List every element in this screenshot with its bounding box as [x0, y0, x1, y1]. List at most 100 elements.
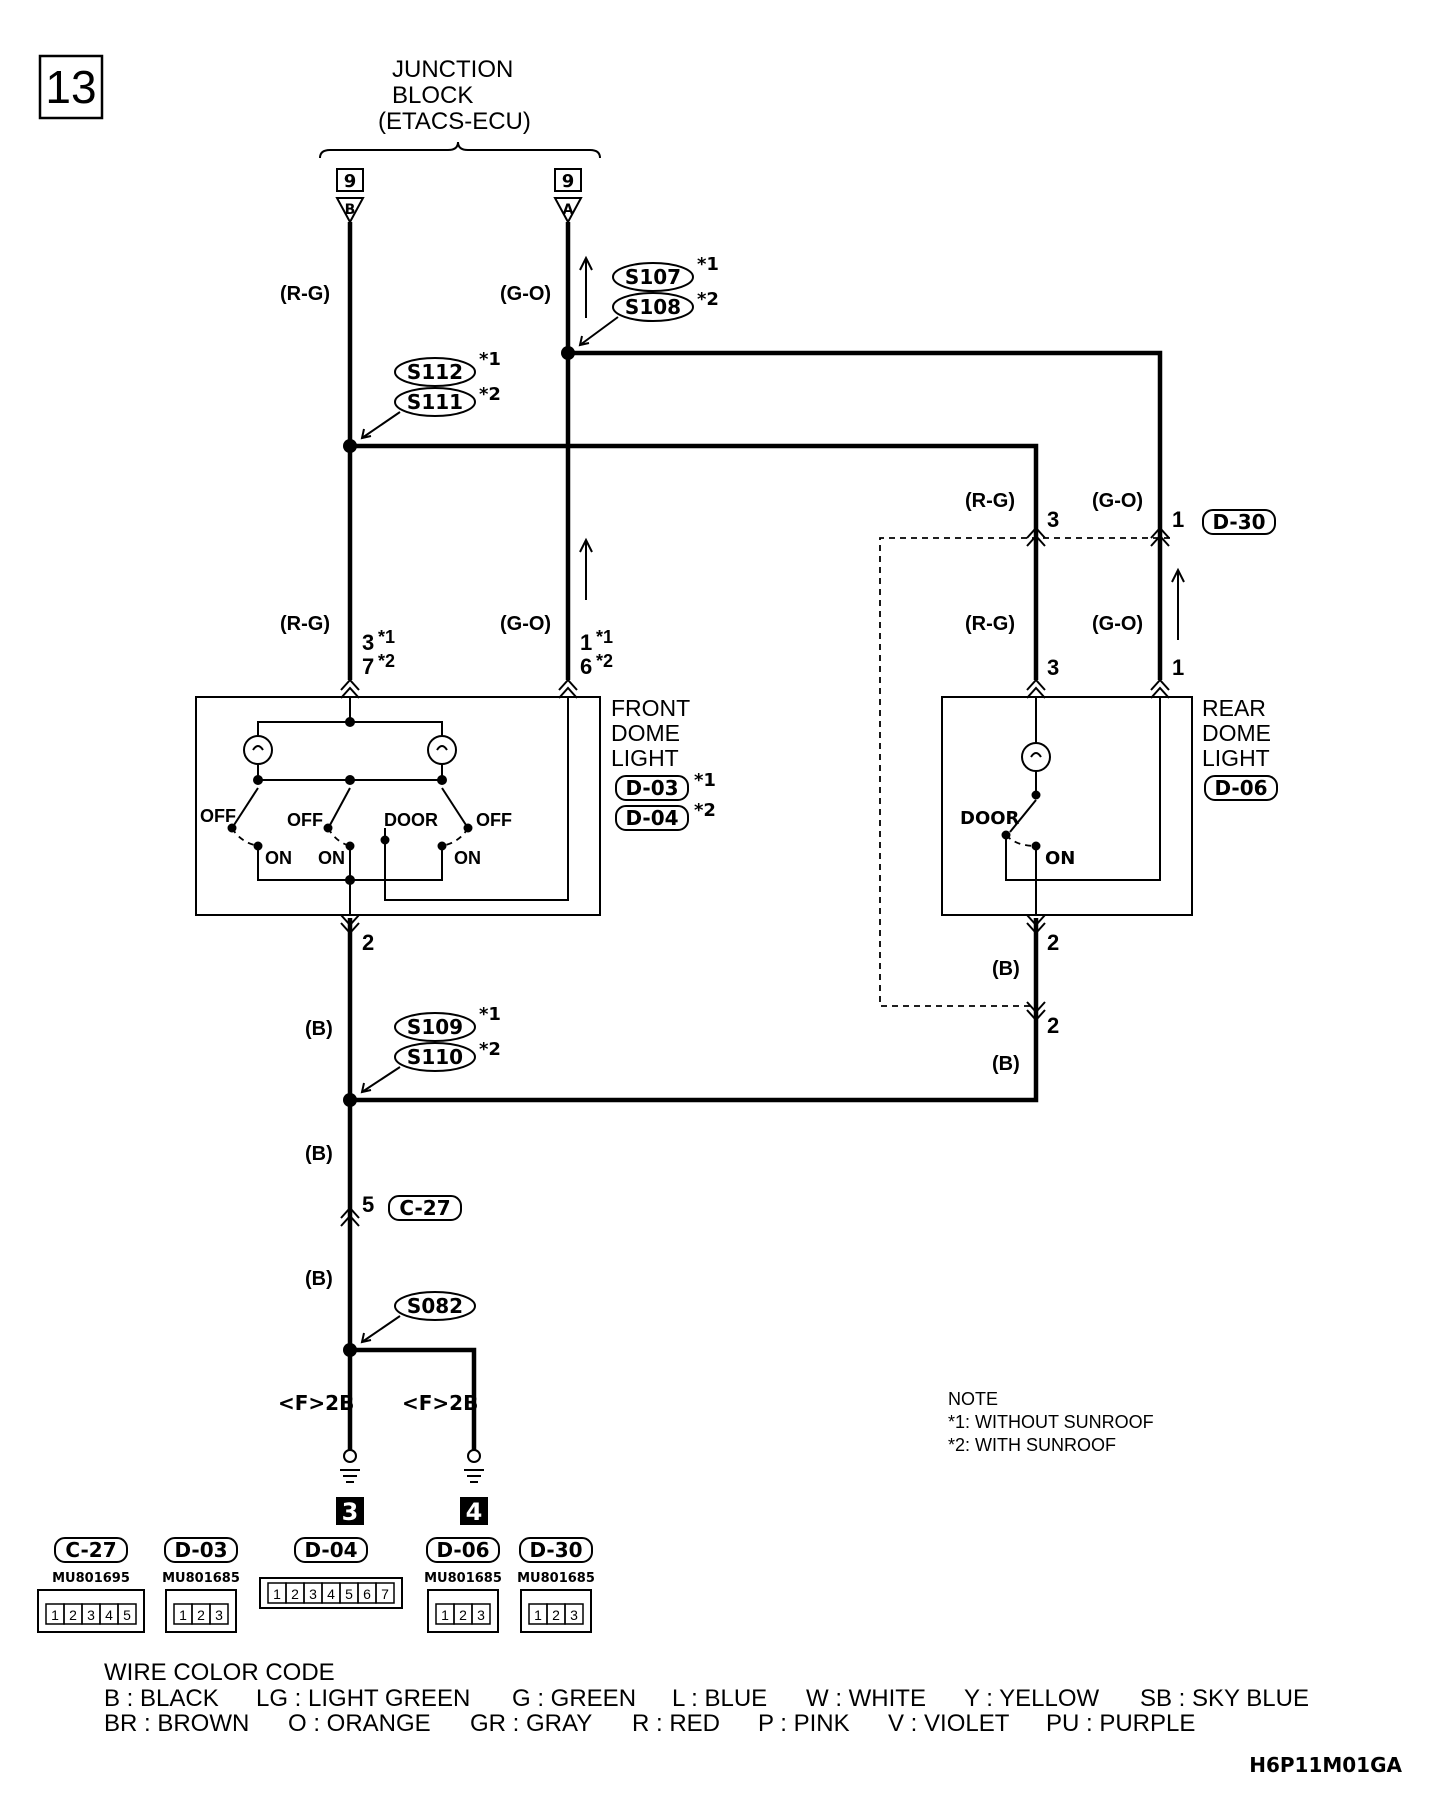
splice-s082: S082 — [360, 1291, 476, 1344]
legend-pin: 1 — [273, 1586, 281, 1602]
legend-connector-name: D-30 — [529, 1538, 582, 1562]
legend-pin: 2 — [291, 1586, 299, 1602]
legend-connector-name: D-03 — [174, 1538, 227, 1562]
front-dome-name-2: DOME — [611, 720, 680, 746]
wire-color-entry: O : ORANGE — [288, 1710, 431, 1737]
ground-right: <F>2B 4 — [402, 1391, 488, 1526]
flow-arrows — [579, 255, 1185, 640]
svg-text:S111: S111 — [407, 390, 463, 414]
legend-pin: 3 — [215, 1607, 223, 1623]
legend-pin: 3 — [87, 1607, 95, 1623]
wire-labels: (R-G) (G-O) (R-G) (G-O) (R-G) (G-O) (R-G… — [280, 283, 1143, 1290]
label-rg-4: (R-G) — [965, 613, 1015, 635]
front-mark-2a: *2 — [378, 651, 395, 671]
rear-bulb — [1021, 742, 1051, 772]
label-b-1: (B) — [305, 1018, 333, 1040]
legend-connector-name: D-06 — [436, 1538, 489, 1562]
wire-color-entry: LG : LIGHT GREEN — [256, 1685, 470, 1712]
svg-text:C-27: C-27 — [399, 1196, 450, 1220]
d30-pin-go: 1 — [1172, 507, 1184, 532]
wire-color-entry: W : WHITE — [806, 1685, 926, 1712]
note: NOTE *1: WITHOUT SUNROOF *2: WITH SUNROO… — [948, 1389, 1154, 1455]
svg-text:S112: S112 — [407, 360, 463, 384]
splice-s110: S110 *2 — [360, 1039, 501, 1094]
wire-color-title: WIRE COLOR CODE — [104, 1659, 335, 1686]
front-bulb-right — [427, 735, 457, 765]
legend-pin: 3 — [477, 1607, 485, 1623]
ground-left: <F>2B 3 — [278, 1391, 364, 1526]
splice-s108: S108 *2 — [578, 289, 719, 347]
svg-text:*2: *2 — [479, 384, 501, 405]
svg-text:S109: S109 — [407, 1015, 463, 1039]
legend-pin: 1 — [534, 1607, 542, 1623]
terminal-b-letter: B — [345, 202, 356, 218]
rear-dome-name-1: REAR — [1202, 695, 1266, 721]
wire-color-entry: L : BLUE — [672, 1685, 767, 1712]
front-switch-door: DOOR — [384, 810, 438, 830]
front-dome-connector-1: D-03 — [625, 776, 678, 800]
label-b-3: (B) — [305, 1268, 333, 1290]
svg-text:D-30: D-30 — [1212, 510, 1265, 534]
legend-part-number: MU801685 — [162, 1571, 240, 1586]
wire-color-entry: V : VIOLET — [888, 1710, 1010, 1737]
junction-brace — [319, 141, 601, 159]
rear-switch-on: ON — [1045, 848, 1075, 869]
label-b-5: (B) — [992, 1053, 1020, 1075]
label-go-2: (G-O) — [500, 613, 551, 635]
front-switch-on-3: ON — [454, 848, 481, 868]
d30-pin-b: 2 — [1047, 1013, 1059, 1038]
c27-pin: 5 — [362, 1192, 374, 1217]
front-mark-1b: *1 — [596, 627, 613, 647]
legend-pin: 6 — [363, 1586, 371, 1602]
front-switch-off-3: OFF — [476, 810, 512, 830]
front-dome-name-3: LIGHT — [611, 745, 679, 771]
note-line-1: *1: WITHOUT SUNROOF — [948, 1412, 1154, 1432]
figure-code: H6P11M01GA — [1249, 1753, 1402, 1777]
label-go-3: (G-O) — [1092, 490, 1143, 512]
legend-pin: 5 — [123, 1607, 131, 1623]
junction-terminal-a: 9 A — [553, 168, 583, 225]
svg-text:S110: S110 — [407, 1045, 463, 1069]
junction-line-3: (ETACS-ECU) — [378, 108, 531, 135]
junction-terminal-b: 9 B — [335, 168, 365, 225]
legend-pin: 3 — [570, 1607, 578, 1623]
svg-text:S107: S107 — [625, 265, 681, 289]
rear-dome-connector: D-06 — [1214, 776, 1267, 800]
front-switch-on-2: ON — [318, 848, 345, 868]
front-dome-name-1: FRONT — [611, 695, 690, 721]
front-pin-go-1: 1 — [580, 630, 592, 655]
rear-dome-name-2: DOME — [1202, 720, 1271, 746]
front-switch-off-1: OFF — [200, 806, 236, 826]
wire-color-entry: R : RED — [632, 1710, 720, 1737]
legend-pin: 5 — [345, 1586, 353, 1602]
splice-s111: S111 *2 — [360, 384, 501, 440]
rear-pin-b: 2 — [1047, 930, 1059, 955]
c27-connector-tag: C-27 — [388, 1195, 462, 1221]
wire-color-entry: B : BLACK — [104, 1685, 219, 1712]
junction-block-label: JUNCTION BLOCK (ETACS-ECU) — [378, 56, 531, 135]
svg-text:*1: *1 — [479, 1004, 501, 1025]
d30-pin-rg: 3 — [1047, 507, 1059, 532]
page-number-box: 13 — [38, 54, 104, 120]
front-pin-go-2: 6 — [580, 654, 592, 679]
d30-dashed-box — [879, 537, 1170, 1007]
rear-dome-name-3: LIGHT — [1202, 745, 1270, 771]
label-b-2: (B) — [305, 1143, 333, 1165]
front-mark-2b: *2 — [596, 651, 613, 671]
wires — [343, 222, 1163, 1450]
connector-chevrons — [340, 526, 1170, 1227]
front-dome-connector-2: D-04 — [625, 806, 678, 830]
junction-line-1: JUNCTION — [392, 56, 513, 83]
svg-text:*1: *1 — [697, 254, 719, 275]
wire-color-entry: PU : PURPLE — [1046, 1710, 1195, 1737]
label-b-4: (B) — [992, 958, 1020, 980]
legend-part-number: MU801685 — [517, 1571, 595, 1586]
svg-text:*2: *2 — [694, 800, 716, 821]
